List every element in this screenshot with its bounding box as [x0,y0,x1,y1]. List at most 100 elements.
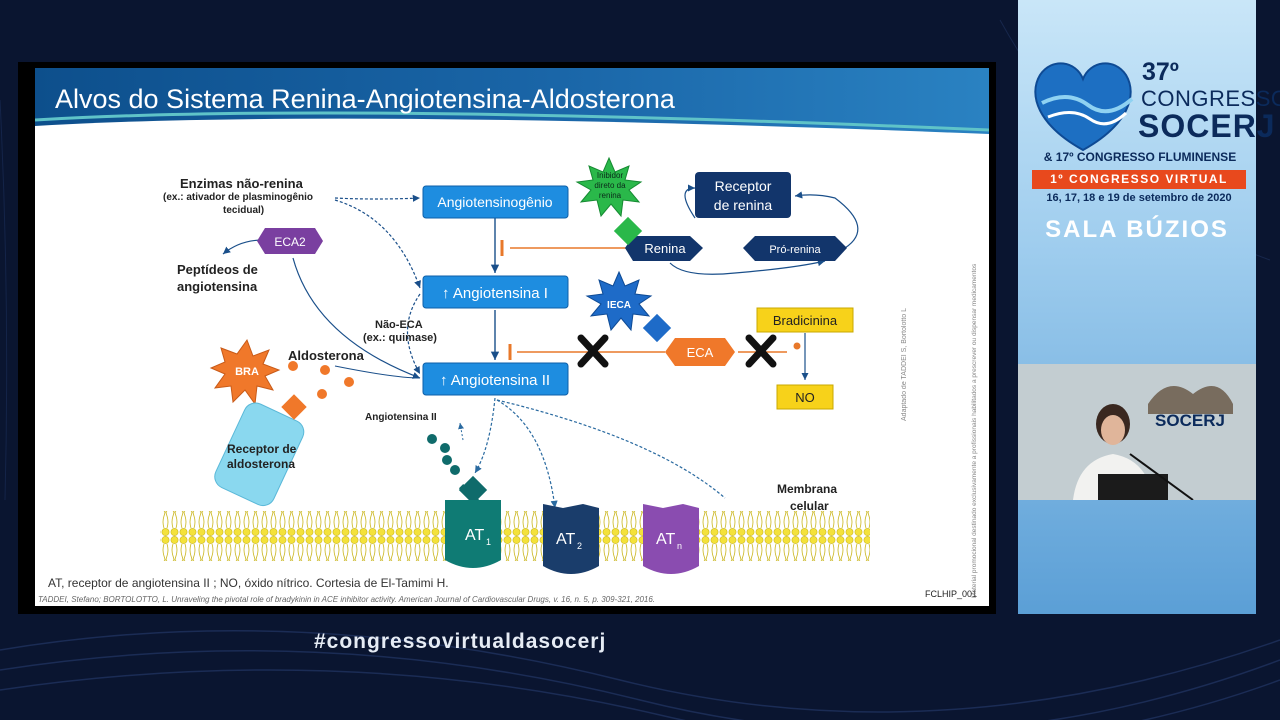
regulatory-note: Material promocional destinado exclusiva… [971,263,978,598]
atn-subscript: n [677,541,682,551]
congress-branding: 37º CONGRESSO SOCERJ & 17º CONGRESSO FLU… [1018,0,1280,260]
room-name: SALA BÚZIOS [1045,216,1229,243]
bradykinin-cleave-dot [793,342,801,350]
arrow-angiotensin-ii-up [458,422,464,441]
at1-receptor: AT 1 [445,475,501,568]
slide-code: FCLHIP_001 [925,589,978,599]
aldosterone-dot [288,361,298,371]
cell-membrane [160,510,870,562]
angiotensin-i-label: ↑ Angiotensina I [442,285,548,302]
inhibitor-diamond [613,216,643,246]
bradykinin-node: Bradicinina [756,307,854,333]
congress-ordinal: 37º [1142,58,1179,86]
inhibitor-label-2: direto da [594,181,626,190]
no-node: NO [776,384,834,410]
aldosterone-bound-diamond [281,394,307,420]
arrow-prorenin-to-receptor [794,191,859,249]
arrow-angiotensin-ii-to-at1 [474,397,496,474]
arrow-enzymes-to-angiotensinogen [334,194,421,202]
slide-footnote: AT, receptor de angiotensina II ; NO, óx… [48,576,449,590]
at2-subscript: 2 [577,541,582,551]
arrow-enzymes-to-angiotensin-i [334,199,421,289]
prorenin-node: Pró-renina [743,236,847,261]
angiotensin-i-node: ↑ Angiotensina I [422,275,569,309]
angiotensin-ii-node: ↑ Angiotensina II [422,362,569,396]
eca-block-x-left [577,334,609,368]
ieca-label: IECA [607,300,631,311]
slide-header: Alvos do Sistema Renina-Angiotensina-Ald… [35,68,989,140]
peptides-label-2: angiotensina [177,279,258,294]
eca-connector-diamond [642,313,672,343]
congress-subtitle: & 17º CONGRESSO FLUMINENSE [1043,150,1237,164]
no-label: NO [795,390,815,405]
congress-panel: 37º CONGRESSO SOCERJ & 17º CONGRESSO FLU… [1018,0,1280,614]
angiotensinogen-node: Angiotensinogênio [422,185,569,219]
arrow-angiotensin-ii-to-at2 [496,399,558,509]
prorenin-label: Pró-renina [769,244,821,256]
raas-diagram: Angiotensinogênio ↑ Angiotensina I ↑ Ang… [160,156,870,574]
renin-node: Renina [625,236,703,261]
eca-block-x-right [745,334,777,368]
congress-name: CONGRESSO [1141,86,1280,111]
atn-label: AT [656,531,675,548]
bradykinin-label: Bradicinina [773,313,838,328]
renin-label: Renina [644,241,686,256]
peptides-label-1: Peptídeos de [177,262,258,277]
congress-brand: SOCERJ [1138,108,1276,144]
membrane-label-2: celular [790,499,829,513]
angiotensin-ii-molecule [427,434,437,444]
virtual-badge: 1º CONGRESSO VIRTUAL [1032,170,1246,189]
angiotensin-ii-small-label: Angiotensina II [365,412,437,423]
angiotensinogen-label: Angiotensinogênio [437,194,552,210]
enzymes-label: Enzimas não-renina [180,176,303,191]
inhibitor-label-3: renina [599,191,622,200]
angiotensin-ii-molecule [440,443,450,453]
membrane-label-1: Membrana [777,482,838,496]
ieca-star: IECA [585,270,653,332]
arrow-aldosterone [334,365,421,379]
event-hashtag: #congressovirtualdasocerj [314,630,607,653]
speaker-video: SOCERJ [1018,364,1256,500]
enzymes-sublabel-2: tecidual) [223,205,265,216]
angiotensin-ii-molecule [450,465,460,475]
aldosterone-receptor-label-2: aldosterona [227,457,296,471]
eca2-node: ECA2 [257,228,323,254]
aldosterone-dot [320,365,330,375]
renin-receptor-label-2: de renina [714,197,773,213]
enzymes-sublabel-1: (ex.: ativador de plasminogênio [163,192,314,203]
eca-label: ECA [687,345,714,360]
aldosterone-label: Aldosterona [288,348,364,363]
arrow-angiotensin-ii-to-atn [496,399,726,499]
arrow-renin-to-prorenin [669,259,826,275]
arrow-non-eca [406,293,421,375]
non-eca-label-2: (ex.: quimase) [363,332,437,344]
angiotensin-ii-molecule [442,455,452,465]
heart-logo-icon [1034,62,1134,152]
aldosterone-dot [317,389,327,399]
arrow-renin-receptor-loop [684,184,696,219]
arrow-eca2-to-angiotensin-ii [292,257,421,379]
slide-citation: TADDEI, Stefano; BORTOLOTTO, L. Unraveli… [38,595,656,604]
at1-subscript: 1 [486,537,491,547]
at1-label: AT [465,527,484,544]
angiotensin-ii-label: ↑ Angiotensina II [440,372,550,389]
slide-title: Alvos do Sistema Renina-Angiotensina-Ald… [55,84,675,114]
at2-label: AT [556,531,575,548]
speaker-scene: SOCERJ [1018,364,1256,500]
presentation-slide: Alvos do Sistema Renina-Angiotensina-Ald… [35,68,989,606]
arrow-eca2-to-peptides [222,239,264,255]
renin-inhibitor-star: Inibidor direto da renina [575,156,643,218]
aldosterone-dot [344,377,354,387]
bra-star: BRA [209,338,281,406]
header-swoosh [35,111,989,140]
eca2-label: ECA2 [274,235,306,249]
at2-receptor: AT 2 [543,504,599,574]
non-eca-label-1: Não-ECA [375,319,423,331]
aldosterone-receptor-label-1: Receptor de [227,442,297,456]
aldosterone-receptor [214,402,305,507]
bra-label: BRA [235,366,259,378]
atn-receptor: AT n [643,504,699,574]
congress-dates: 16, 17, 18 e 19 de setembro de 2020 [1046,192,1232,204]
inhibitor-label-1: Inibidor [597,171,624,180]
eca-node: ECA [665,338,735,366]
